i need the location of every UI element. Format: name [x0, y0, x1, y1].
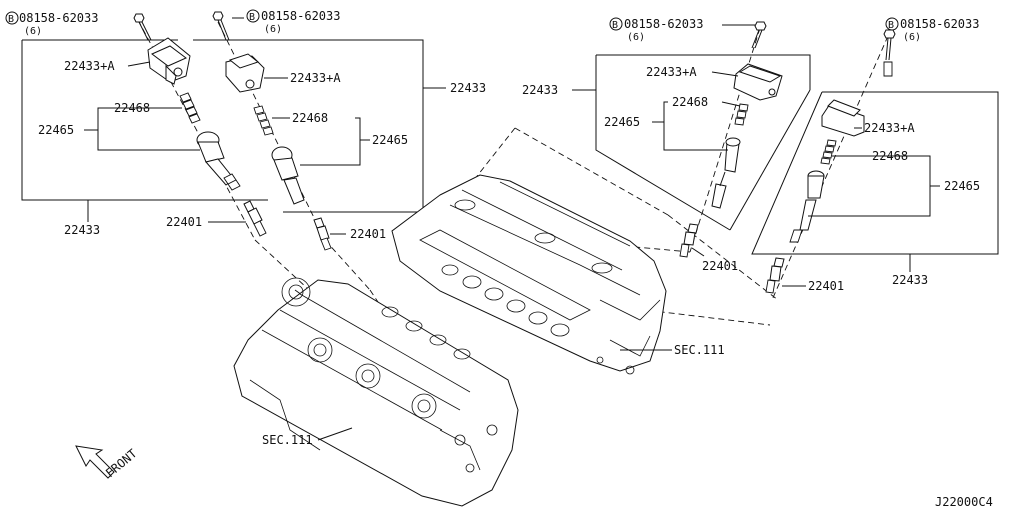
spark-plug-part-2 — [313, 217, 332, 251]
label-coil-a: 22433+A — [64, 59, 115, 73]
bolt-callout-2: B 08158-62033 (6) — [246, 9, 340, 35]
label-boot: 22465 — [38, 123, 74, 137]
label-spring: 22468 — [292, 111, 328, 125]
spring-part-2 — [253, 105, 274, 136]
bolt-quantity: (6) — [24, 26, 42, 37]
bolt-part-1 — [133, 13, 152, 41]
ignition-coil-part-3 — [733, 63, 783, 101]
label-spring: 22468 — [872, 149, 908, 163]
ignition-coil-part-4 — [821, 99, 865, 137]
front-arrow-icon: FRONT — [75, 445, 140, 480]
spring-part-3 — [734, 103, 749, 126]
label-spark-plug: 22401 — [702, 259, 738, 273]
label-coil-assembly: 22433 — [64, 223, 100, 237]
ignition-coil-part-2 — [225, 53, 265, 93]
b-symbol: B — [888, 20, 894, 31]
bolt-callout-4: B 08158-62033 (6) — [885, 17, 979, 43]
box-left-2 — [193, 39, 424, 213]
label-boot: 22465 — [372, 133, 408, 147]
b-symbol: B — [8, 14, 14, 25]
label-coil-a: 22433+A — [290, 71, 341, 85]
bolt-quantity: (6) — [903, 32, 921, 43]
label-coil-a: 22433+A — [646, 65, 697, 79]
bolt-part-number: 08158-62033 — [900, 17, 979, 31]
bolt-part-number: 08158-62033 — [261, 9, 340, 23]
boot-part-1 — [196, 131, 241, 191]
label-spring: 22468 — [114, 101, 150, 115]
diagram-code: J22000C4 — [935, 495, 993, 509]
b-symbol: B — [249, 12, 255, 23]
label-boot: 22465 — [944, 179, 980, 193]
bolt-part-3 — [751, 21, 767, 49]
label-section-ref: SEC.111 — [262, 433, 313, 447]
label-coil-assembly: 22433 — [450, 81, 486, 95]
spring-part-1 — [179, 92, 201, 124]
front-label: FRONT — [103, 446, 140, 480]
label-boot: 22465 — [604, 115, 640, 129]
label-leaders — [84, 17, 940, 441]
bolt-part-2 — [212, 11, 230, 41]
bolt-part-number: 08158-62033 — [19, 11, 98, 25]
boot-part-2 — [271, 146, 305, 205]
boot-part-3 — [711, 137, 741, 209]
cylinder-head-left — [233, 277, 519, 507]
bolt-quantity: (6) — [627, 32, 645, 43]
ignition-coil-part-1 — [147, 37, 191, 85]
spark-plug-part-3 — [679, 223, 699, 258]
boot-part-4 — [789, 170, 825, 243]
label-coil-a: 22433+A — [864, 121, 915, 135]
label-spark-plug: 22401 — [808, 279, 844, 293]
bolt-part-4 — [883, 29, 896, 77]
box-right-1 — [595, 54, 811, 231]
label-coil-assembly: 22433 — [522, 83, 558, 97]
label-spark-plug: 22401 — [166, 215, 202, 229]
spark-plug-part-4 — [765, 257, 785, 294]
bolt-quantity: (6) — [264, 24, 282, 35]
cylinder-head-right — [391, 174, 667, 375]
b-symbol: B — [612, 20, 618, 31]
label-section-ref: SEC.111 — [674, 343, 725, 357]
label-spring: 22468 — [672, 95, 708, 109]
spark-plug-part-1 — [243, 200, 267, 237]
box-right-2 — [751, 91, 999, 255]
spring-part-4 — [820, 139, 837, 165]
label-coil-assembly: 22433 — [892, 273, 928, 287]
box-left-1 — [21, 39, 268, 201]
bolt-callout-1: B 08158-62033 (6) — [5, 11, 98, 37]
label-spark-plug: 22401 — [350, 227, 386, 241]
bolt-callout-3: B 08158-62033 (6) — [609, 17, 703, 43]
bolt-part-number: 08158-62033 — [624, 17, 703, 31]
